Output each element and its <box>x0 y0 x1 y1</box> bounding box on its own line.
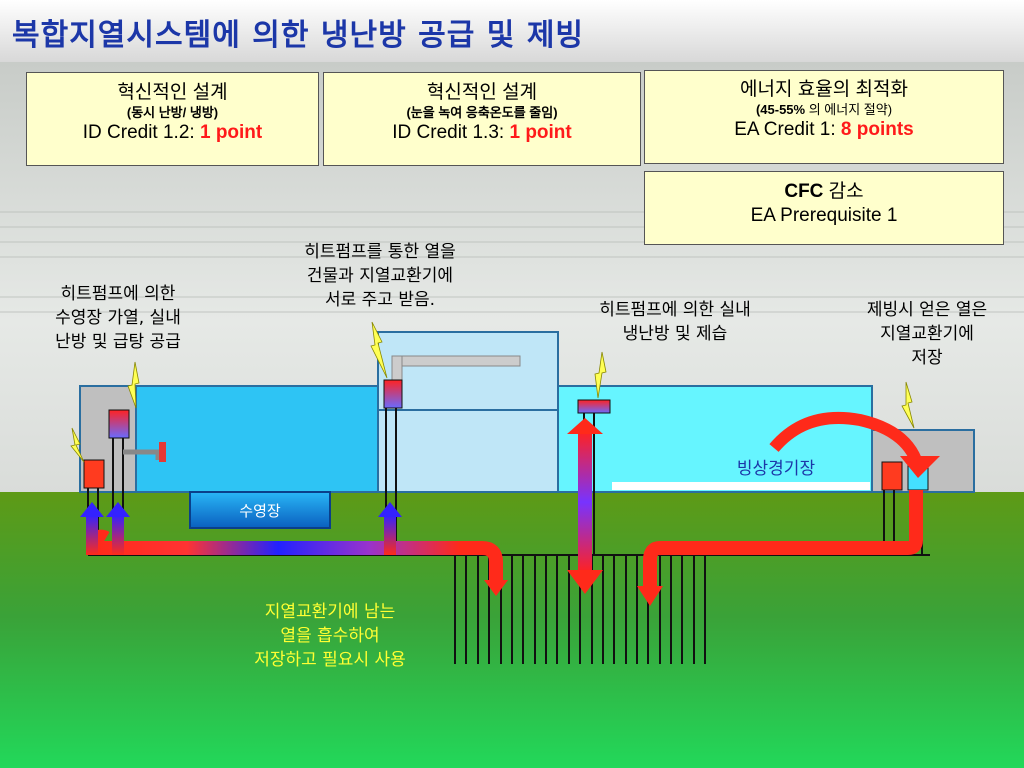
savings-percent: (45-55% <box>755 101 806 117</box>
power-icons <box>70 321 915 463</box>
pool-supply-pipe <box>123 449 161 460</box>
label-line: 제빙시 얻은 열은 <box>866 300 988 320</box>
label-line: 난방 및 급탕 공급 <box>55 332 181 352</box>
label-line: 히트펌프에 의한 실내 <box>599 300 751 320</box>
label-line: 지열교환기에 <box>880 324 974 344</box>
credit-box-credit: ID Credit 1.3: 1 point <box>324 121 640 145</box>
bidirectional-flow <box>578 432 592 572</box>
label-line: 히트펌프에 의한 <box>60 284 176 304</box>
up-flow-1 <box>86 515 98 555</box>
credit-box-title: 에너지 효율의 최적화 <box>740 79 908 100</box>
credit-box-title: 혁신적인 설계 <box>117 82 228 103</box>
arrowhead-up <box>80 502 104 517</box>
title-bar: 복합지열시스템에 의한 냉난방 공급 및 제빙 <box>0 0 1024 64</box>
heat-pump-5 <box>881 461 903 491</box>
credit-box-ea-prereq: CFC 감소 EA Prerequisite 1 <box>644 171 1004 245</box>
label-line: 서로 주고 받음. <box>324 290 436 310</box>
heat-pump-4 <box>577 399 611 414</box>
credit-label: ID Credit 1.3: <box>392 122 510 143</box>
credit-box-subtitle: (45-55% 의 에너지 절약) <box>645 102 1003 118</box>
heat-pump-3 <box>383 379 403 409</box>
label-line: 열을 흡수하여 <box>280 626 380 646</box>
credit-box-credit: EA Credit 1: 8 points <box>645 118 1003 142</box>
credit-box-credit: EA Prerequisite 1 <box>750 204 898 226</box>
pool-valve <box>159 442 166 462</box>
main-flow-pipe <box>96 541 460 555</box>
arrowhead-up <box>567 418 603 434</box>
label-line: 수영장 가열, 실내 <box>55 308 181 328</box>
heat-recovery-curve <box>769 411 922 463</box>
credit-points: 1 point <box>199 122 263 143</box>
slide-title: 복합지열시스템에 의한 냉난방 공급 및 제빙 <box>12 18 585 53</box>
cfc-label: CFC <box>784 181 824 202</box>
label-line: 저장하고 필요시 사용 <box>254 650 406 670</box>
pool-building <box>135 385 379 493</box>
flow-to-ground <box>460 541 503 582</box>
heat-pump-1 <box>83 459 105 489</box>
label-line: 건물과 지열교환기에 <box>306 266 454 286</box>
credit-box-title: 혁신적인 설계 <box>426 82 538 103</box>
lightning-icon <box>901 381 915 429</box>
label-line: 히트펌프를 통한 열을 <box>304 242 456 262</box>
swimming-pool <box>189 491 331 529</box>
credit-points: 8 points <box>840 119 914 140</box>
credit-box-id-1-2: 혁신적인 설계 (동시 난방/ 냉방) ID Credit 1.2: 1 poi… <box>26 72 319 166</box>
arrowhead-down <box>900 456 940 478</box>
credit-box-title: CFC 감소 <box>645 180 1003 204</box>
credit-box-id-1-3: 혁신적인 설계 (눈을 녹여 응축온도를 줄임) ID Credit 1.3: … <box>323 72 641 166</box>
credit-box-subtitle: (동시 난방/ 냉방) <box>126 104 219 120</box>
savings-text: 의 에너지 절약) <box>805 101 893 117</box>
lightning-icon <box>70 427 85 463</box>
label-line: 저장 <box>911 348 943 368</box>
credit-label: ID Credit 1.2: <box>82 122 200 143</box>
credit-label: EA Credit 1: <box>734 119 841 140</box>
lightning-icon <box>127 361 140 409</box>
heat-pump-2 <box>108 409 130 439</box>
pool-label: 수영장 <box>239 502 281 520</box>
credit-box-ea-1: 에너지 효율의 최적화 (45-55% 의 에너지 절약) EA Credit … <box>644 70 1004 164</box>
up-flow-3 <box>384 515 396 555</box>
ice-rink-label: 빙상경기장 <box>737 459 816 479</box>
flow-right-to-ground <box>643 490 923 588</box>
credit-box-credit: ID Credit 1.2: 1 point <box>27 121 318 145</box>
arrowhead-down <box>567 570 603 594</box>
arrowhead-up <box>378 502 402 517</box>
roof-duct <box>391 355 521 367</box>
cfc-text: 감소 <box>823 181 864 202</box>
label-line: 지열교환기에 남는 <box>264 602 396 622</box>
label-line: 냉난방 및 제습 <box>622 324 728 344</box>
ice-surface <box>612 482 870 490</box>
credit-points: 1 point <box>509 122 572 143</box>
lightning-icon <box>594 351 607 399</box>
arrowhead-up <box>106 502 130 517</box>
arrowhead-down <box>484 580 508 596</box>
borehole-loops <box>454 555 706 664</box>
up-flow-2 <box>112 515 124 555</box>
arrowhead-down <box>637 586 663 606</box>
credit-box-subtitle: (눈을 녹여 응축온도를 줄임) <box>406 104 558 120</box>
lightning-icon <box>370 321 388 379</box>
